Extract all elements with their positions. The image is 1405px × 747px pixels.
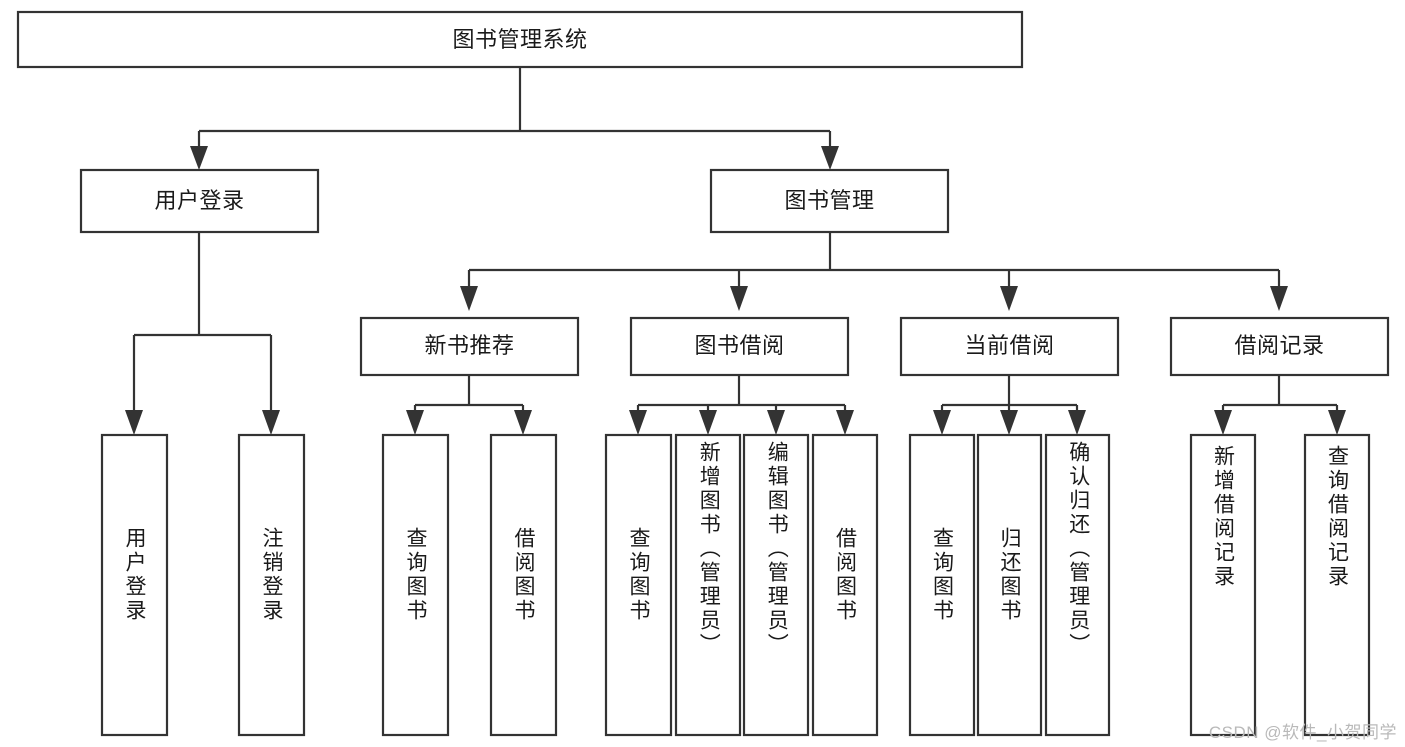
node-book-borrow-label: 图书借阅	[694, 333, 784, 358]
arrow-head-leaf-logout	[262, 410, 280, 435]
arrow-head-leaf-borrow-book-1	[514, 410, 532, 435]
arrow-head-leaf-confirm-return	[1068, 410, 1086, 435]
node-book-manage-box[interactable]	[709, 168, 950, 234]
arrow-head-leaf-add-book	[699, 410, 717, 435]
node-root-label: 图书管理系统	[452, 27, 587, 52]
node-borrow-record-label: 借阅记录	[1234, 333, 1324, 358]
arrow-head-leaf-query-book-2	[629, 410, 647, 435]
node-book-manage-label: 图书管理	[784, 188, 874, 213]
arrow-head-leaf-user-login	[125, 410, 143, 435]
leaf-query-book-1-box[interactable]	[381, 433, 450, 737]
arrow-head-leaf-query-book-3	[933, 410, 951, 435]
node-user-login-label: 用户登录	[154, 188, 244, 213]
node-book-borrow[interactable]: 图书借阅	[629, 316, 850, 377]
arrow-head-leaf-query-book-1	[406, 410, 424, 435]
connector-layer	[125, 67, 1346, 435]
node-borrow-record-box[interactable]	[1169, 316, 1390, 377]
leaf-return-book-box[interactable]	[976, 433, 1043, 737]
node-borrow-record[interactable]: 借阅记录	[1169, 316, 1390, 377]
arrow-head-leaf-add-record	[1214, 410, 1232, 435]
leaf-query-book-3-box[interactable]	[908, 433, 976, 737]
node-new-book-rec[interactable]: 新书推荐	[359, 316, 580, 377]
arrow-head-leaf-return-book	[1000, 410, 1018, 435]
leaf-add-record-box[interactable]	[1189, 433, 1257, 737]
arrow-head-book-manage	[821, 146, 839, 170]
leaf-add-book-box[interactable]	[674, 433, 742, 737]
leaf-user-login-box[interactable]	[100, 433, 169, 737]
leaf-borrow-book-2-box[interactable]	[811, 433, 879, 737]
leaf-edit-book-box[interactable]	[742, 433, 810, 737]
leaf-borrow-book-1-box[interactable]	[489, 433, 558, 737]
node-current-borrow-label: 当前借阅	[964, 333, 1054, 358]
leaf-confirm-return-box[interactable]	[1044, 433, 1111, 737]
arrow-head-leaf-edit-book	[767, 410, 785, 435]
node-book-manage[interactable]: 图书管理	[709, 168, 950, 234]
leaf-logout-box[interactable]	[237, 433, 306, 737]
node-new-book-rec-box[interactable]	[359, 316, 580, 377]
arrow-head-leaf-query-record	[1328, 410, 1346, 435]
node-current-borrow-box[interactable]	[899, 316, 1120, 377]
arrow-head-new-book-rec	[460, 286, 478, 311]
node-book-borrow-box[interactable]	[629, 316, 850, 377]
node-root-box[interactable]	[16, 10, 1024, 69]
node-user-login-box[interactable]	[79, 168, 320, 234]
arrow-head-user-login	[190, 146, 208, 170]
leaf-query-book-2-box[interactable]	[604, 433, 673, 737]
arrow-head-current-borrow	[1000, 286, 1018, 311]
arrow-head-book-borrow	[730, 286, 748, 311]
leaf-query-record-box[interactable]	[1303, 433, 1371, 737]
node-new-book-rec-label: 新书推荐	[424, 333, 514, 358]
csdn-watermark: CSDN @软件_小贺同学	[1208, 723, 1397, 742]
node-root[interactable]: 图书管理系统	[16, 10, 1024, 69]
arrow-head-borrow-record	[1270, 286, 1288, 311]
node-user-login[interactable]: 用户登录	[79, 168, 320, 234]
node-current-borrow[interactable]: 当前借阅	[899, 316, 1120, 377]
arrow-head-leaf-borrow-book-2	[836, 410, 854, 435]
leaf-box-layer	[100, 433, 1371, 737]
